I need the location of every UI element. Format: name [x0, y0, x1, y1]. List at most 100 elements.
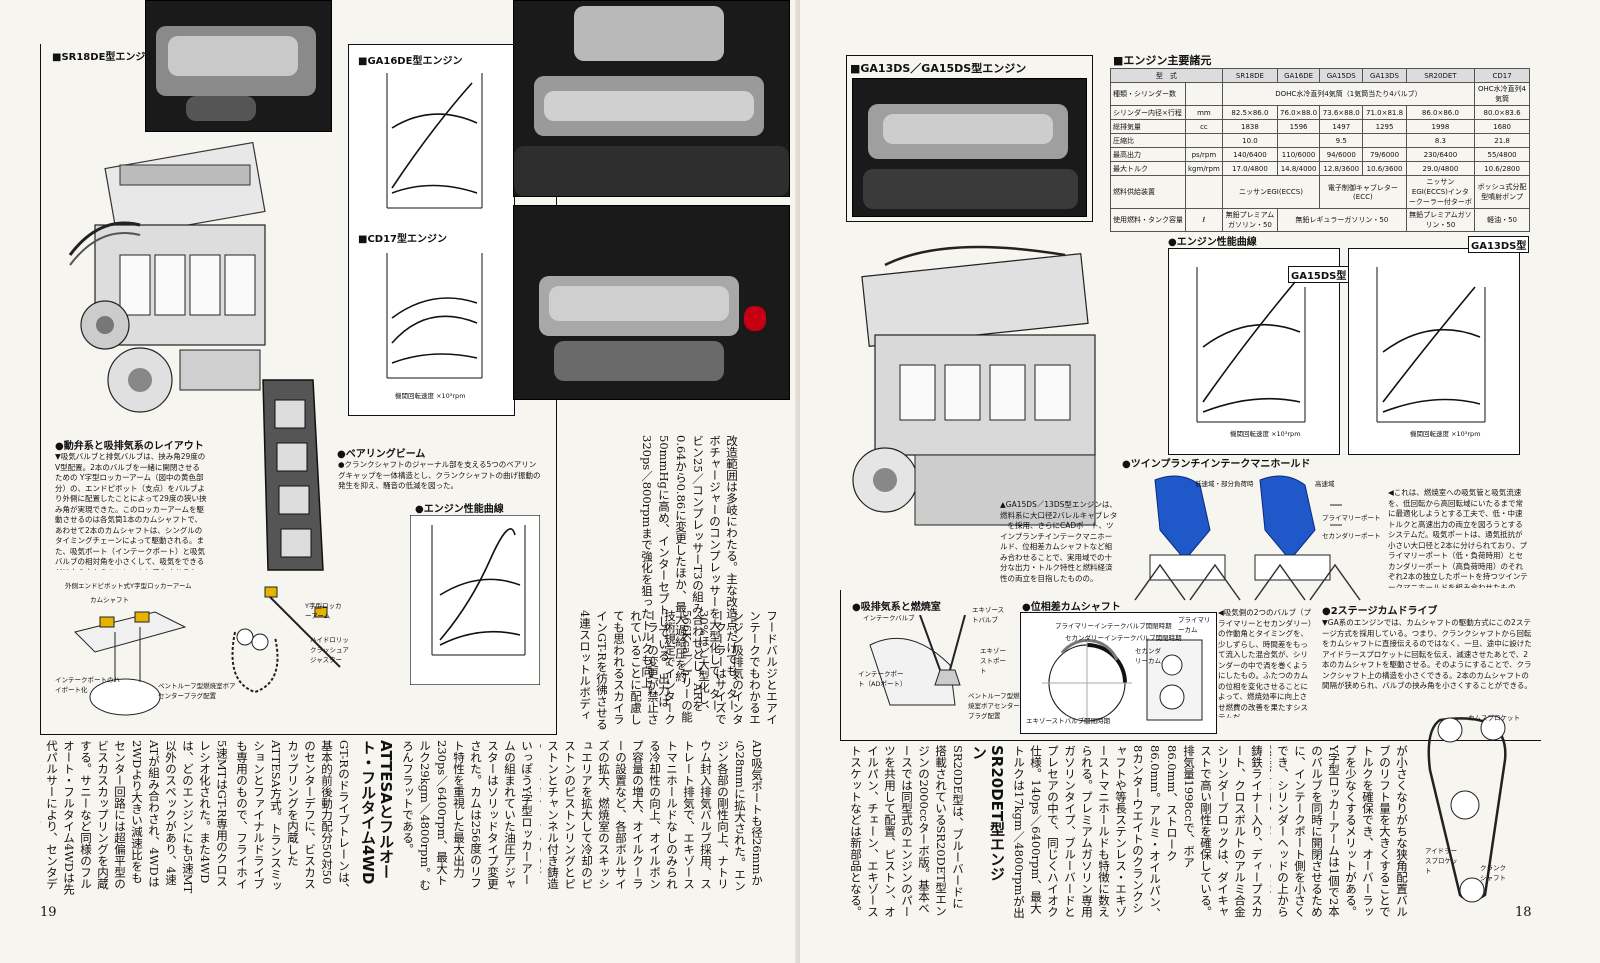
spec-cell: 79/6000: [1362, 147, 1407, 162]
spec-row-unit: ps/rpm: [1185, 147, 1223, 162]
spec-row-unit: cc: [1185, 119, 1223, 134]
spec-cell: DOHC水冷直列4気筒（1気筒当たり4バルブ）: [1221, 82, 1476, 106]
cd17-caption: ■CD17型エンジン: [358, 234, 448, 245]
ga-caption-text: ▲GA15DS／13DS型エンジンは、燃料系に大口径2バレルキャブレターを採用、…: [1000, 500, 1118, 583]
right-rpm-label-2: 機関回転速度 ×10³rpm: [1410, 430, 1481, 438]
spec-cell: ニッサンEGI(ECCS): [1221, 175, 1321, 209]
bottom-diagram-frame: [840, 590, 1541, 741]
rocker-title-label: 外側エンドピボット式Y字型ロッカーアーム: [65, 582, 192, 590]
spec-cell: 14.8/4000: [1277, 161, 1321, 176]
spec-cell: OHC水冷直列4気筒: [1474, 82, 1530, 106]
spec-cell: 110/6000: [1277, 147, 1321, 162]
cd17-performance-chart: [386, 253, 483, 379]
spec-header-cell: SR20DET: [1405, 68, 1476, 83]
spec-cell: 86.0×86.0: [1405, 105, 1476, 120]
spec-cell: 無鉛レギュラーガソリン・50: [1277, 208, 1407, 232]
spec-cell: 1998: [1405, 119, 1476, 134]
left-rpm-label: 機関回転速度 ×10³rpm: [395, 392, 466, 400]
twin-secondary-label: セカンダリーポート: [1322, 532, 1381, 540]
spec-header-cell: GA15DS: [1319, 68, 1364, 83]
twin-plenum-caption: ●ツインプランチインテークマニホールド: [1122, 459, 1311, 470]
spec-cell: 73.6×88.0: [1319, 105, 1364, 120]
right-rpm-label-1: 機関回転速度 ×10³rpm: [1230, 430, 1301, 438]
left-body-column-2: フードバルジとエアインテークでもわかるエンジン吸排気のインタークーラーはサイズで…: [580, 610, 779, 730]
spec-cell: 17.0/4800: [1221, 161, 1279, 176]
ga13ds-tag: GA13DS型: [1468, 236, 1530, 253]
valve-layout-text: ▼吸気バルブと排気バルブは、挟み角29度のV型配置。2本のバルブを一緒に開閉させ…: [55, 452, 207, 570]
spec-cell: 71.0×81.8: [1362, 105, 1407, 120]
spec-cell: 1497: [1319, 119, 1364, 134]
pent-roof-label: ペントルーフ型燃焼室ボアセンタープラグ配置: [158, 682, 236, 700]
sr18de-caption: ■SR18DE型エンジン: [52, 52, 156, 63]
spec-cell: [1362, 133, 1407, 148]
spec-header-cell: CD17: [1474, 68, 1530, 83]
attesa-column-2: 5速MTはGT-R専用のクロスレシオ化された。また4WDは、どのエンジンにも5速…: [130, 740, 229, 894]
rocker-arm-drawing: [74, 586, 341, 716]
spec-header-cell: 型 式: [1110, 68, 1223, 83]
spec-cell: 1596: [1277, 119, 1321, 134]
right-body-column-2: 鋳鉄ライナー入り、ディープスカート、クロスボルトのアルミ合金シリンダーブロックは…: [1012, 745, 1264, 919]
phase-cam-text: ◀吸気側の2つのバルブ（プライマリーとセカンダリー）の作動角とタイミングを、少し…: [1218, 608, 1312, 718]
left-page-number: 19: [40, 905, 57, 920]
hydraulic-label: ハイドロリックラッシュアジャスター: [310, 636, 349, 664]
spec-cell: 1295: [1362, 119, 1407, 134]
ga15ds-tag: GA15DS型: [1288, 266, 1350, 283]
spec-cell: ニッサンEGI(ECCS)インタークーラー付ターボ: [1405, 175, 1476, 209]
camshaft-label: カムシャフト: [90, 596, 129, 604]
y-rocker-label: Y字型ロッカーアーム: [305, 602, 342, 620]
spec-cell: 21.8: [1474, 133, 1530, 148]
spec-cell: 無鉛プレミアムガソリン・50: [1221, 208, 1279, 232]
bearing-beam-text: ●クランクシャフトのジャーナル部を支える5つのベアリングキャップを一体構造とし、…: [338, 460, 541, 490]
crank-label: クランクシャフト: [1480, 864, 1506, 882]
spec-cell: [1277, 133, 1321, 148]
idler-sprocket-label: アイドラースプロケット: [1425, 847, 1458, 875]
ga13ds-engine-photo: [852, 78, 1087, 217]
spec-cell: ボッシュ式分配型噴射ポンプ: [1474, 175, 1530, 209]
spec-cell: 1680: [1474, 119, 1530, 134]
right-page-number: 18: [1515, 905, 1532, 920]
spec-row-label: 最高出力: [1110, 147, 1186, 162]
spec-cell: 無鉛プレミアムガソリン・50: [1405, 208, 1476, 232]
ga15ds-performance-chart: [1196, 267, 1306, 423]
two-stage-caption: ●2ステージカムドライブ: [1322, 606, 1438, 617]
ga16de-engine-photo: [513, 0, 790, 197]
intake-valve-label: インテークバルブ: [863, 614, 915, 622]
ga-cutaway-drawing: [852, 245, 1096, 526]
sr20-heading: SR20DET型エンジン: [970, 745, 1006, 882]
spec-header-cell: GA16DE: [1277, 68, 1321, 83]
spec-cell: 80.0×83.6: [1474, 105, 1530, 120]
spec-row-unit: kgm/rpm: [1185, 161, 1223, 176]
right-body-column-1: が小さくなりがちな狭角配置バルブのリフト量を大きくすることでトルクを確保でき、オ…: [1270, 745, 1409, 918]
rocker-arm-drawing-area: 外側エンドピボット式Y字型ロッカーアーム カムシャフト Y字型ロッカーアーム ハ…: [55, 572, 355, 722]
ga13ds-performance-chart: [1376, 267, 1486, 423]
spec-row-unit: [1185, 133, 1223, 148]
spec-cell: 10.0: [1221, 133, 1279, 148]
twin-plenum-text: ◀これは、燃焼室への吸気管と吸気流速を、低回転から高回転域にいたるまで常に最適化…: [1388, 488, 1528, 588]
spec-cell: 140/6400: [1221, 147, 1279, 162]
spec-row-label: 総排気量: [1110, 119, 1186, 134]
engine-curve-caption-left: ●エンジン性能曲線: [415, 504, 504, 515]
sr18de-cutaway-drawing: [68, 141, 266, 413]
left-body-column-4: いっぽうY字型ロッカーアームの組まれていた油圧アジャスターはソリッドタイプ変更さ…: [401, 740, 534, 891]
ga16de-performance-chart: [386, 73, 483, 209]
twin-primary-label: プライマリーポート: [1322, 514, 1381, 522]
secondary-intake-label: セカンダリーインテークバルブ開閉時期: [1065, 634, 1182, 642]
secondary-cam-label: セカンダリーカム: [1135, 647, 1161, 665]
attesa-column-3: センター回路には超偏平型のビスカスカップリングを内蔵する。サニーなど同様のフルオ…: [40, 740, 127, 895]
twin-plenum-diagram-lower: [1134, 563, 1361, 601]
spec-cell: 10.6/2800: [1474, 161, 1530, 176]
perf-curve-caption: ●エンジン性能曲線: [1168, 237, 1257, 248]
spec-cell: 76.0×88.0: [1277, 105, 1321, 120]
spec-row-label: 圧縮比: [1110, 133, 1186, 148]
valve-layout-caption: ●動弁系と吸排気系のレイアウト: [55, 441, 204, 452]
